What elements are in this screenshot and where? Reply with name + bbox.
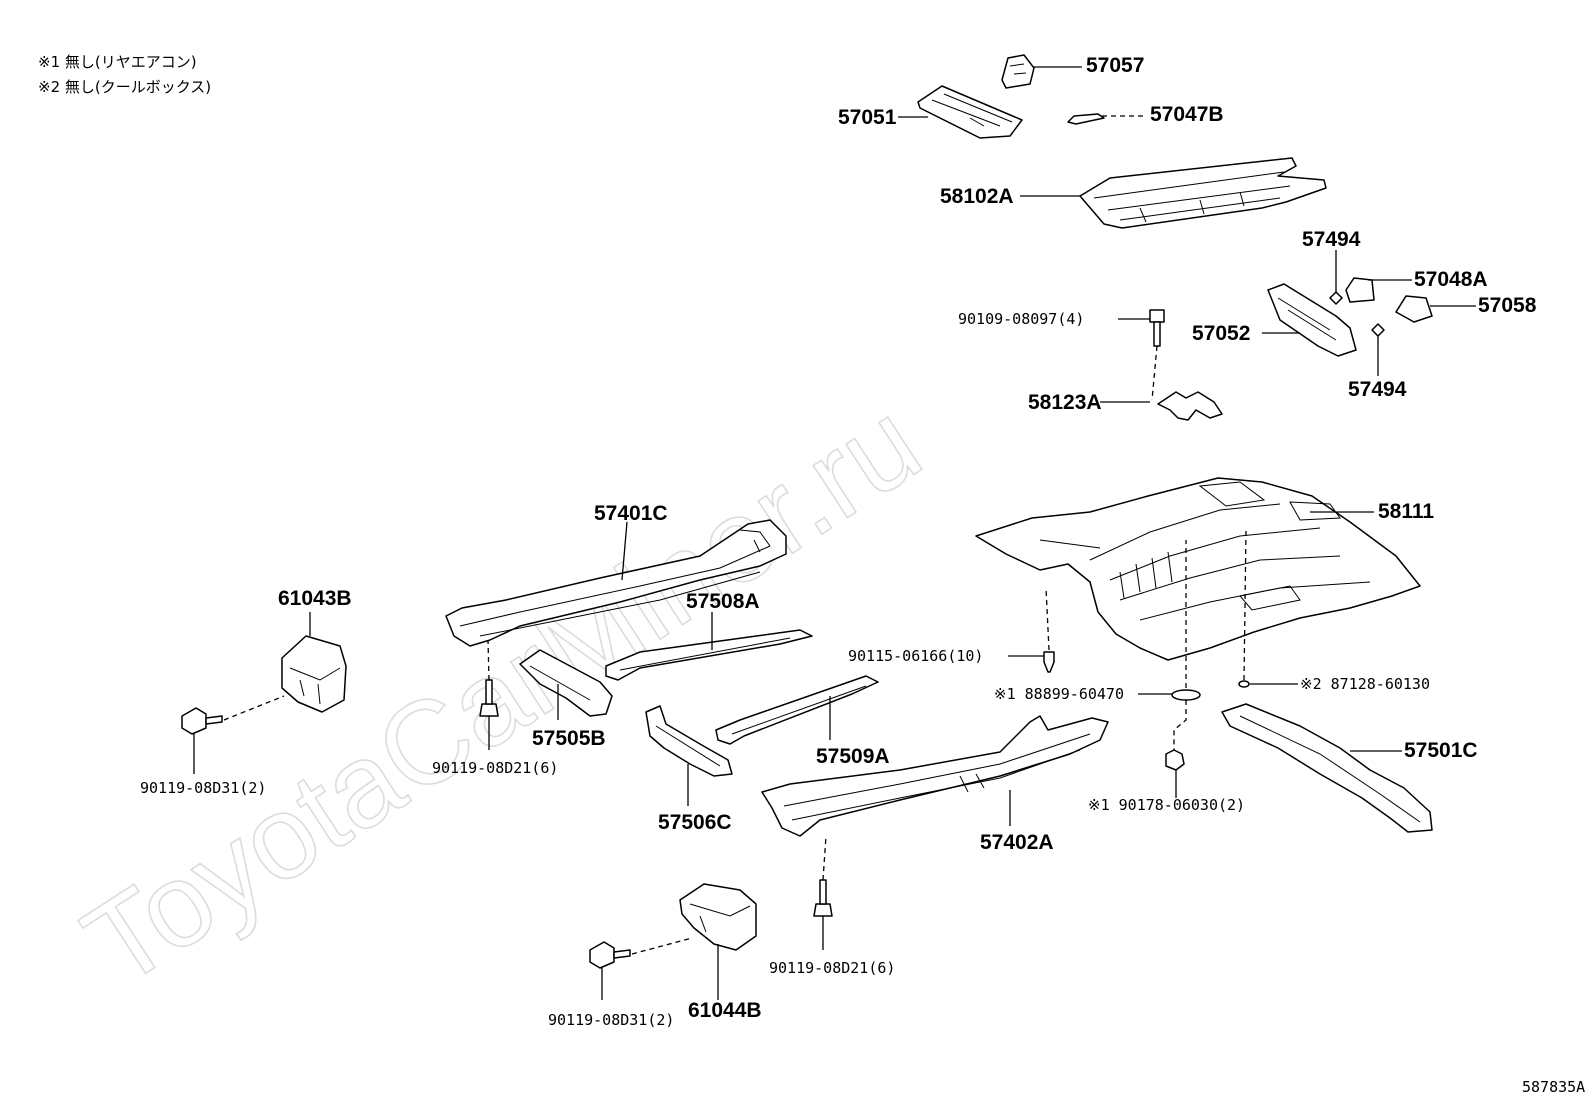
label-58111[interactable]: 58111: [1378, 500, 1434, 523]
part-57057-drawing: [1001, 54, 1035, 89]
label-58123A[interactable]: 58123A: [1028, 391, 1102, 414]
label-90119-08D21-left[interactable]: 90119-08D21(6): [432, 759, 558, 777]
label-57509A[interactable]: 57509A: [816, 745, 890, 768]
label-57508A[interactable]: 57508A: [686, 590, 760, 613]
label-57052[interactable]: 57052: [1192, 322, 1250, 345]
label-90119-08D31-left[interactable]: 90119-08D31(2): [140, 779, 266, 797]
part-61044B-drawing: [679, 883, 757, 951]
part-57506C-drawing: [645, 705, 733, 777]
part-58111-drawing: [975, 477, 1421, 661]
label-90178-06030[interactable]: ※1 90178-06030(2): [1088, 796, 1245, 814]
label-57048A[interactable]: 57048A: [1414, 268, 1488, 291]
label-57401C[interactable]: 57401C: [594, 502, 668, 525]
label-58102A[interactable]: 58102A: [940, 185, 1014, 208]
label-87128-60130[interactable]: ※2 87128-60130: [1300, 675, 1430, 693]
part-58102A-drawing: [1079, 157, 1327, 229]
label-57057[interactable]: 57057: [1086, 54, 1144, 77]
part-57051-drawing: [917, 85, 1023, 139]
label-61044B[interactable]: 61044B: [688, 999, 762, 1022]
part-57505B-drawing: [519, 649, 613, 717]
label-90109-08097[interactable]: 90109-08097(4): [958, 310, 1084, 328]
part-87128-drawing: [1238, 680, 1250, 688]
part-57048A-drawing: [1345, 277, 1375, 303]
label-88899-60470[interactable]: ※1 88899-60470: [994, 685, 1124, 703]
diagram-id: 587835A: [1522, 1078, 1585, 1096]
label-90119-08D31-bottom[interactable]: 90119-08D31(2): [548, 1011, 674, 1029]
part-57494-top-drawing: [1329, 291, 1343, 305]
label-57047B[interactable]: 57047B: [1150, 103, 1224, 126]
bolt-90119-d31-left-drawing: [181, 707, 223, 735]
part-57047B-drawing: [1067, 113, 1105, 125]
part-57509A-drawing: [715, 675, 879, 745]
bolt-90119-d31-bottom-drawing: [589, 941, 631, 969]
part-57494-bottom-drawing: [1371, 323, 1385, 337]
clip-90178-drawing: [1165, 749, 1185, 771]
label-57505B[interactable]: 57505B: [532, 727, 606, 750]
part-88899-drawing: [1171, 689, 1201, 701]
label-57494-bottom[interactable]: 57494: [1348, 378, 1407, 401]
label-57501C[interactable]: 57501C: [1404, 739, 1478, 762]
label-57051[interactable]: 57051: [838, 106, 897, 129]
note-1: ※1 無し(リヤエアコン): [38, 53, 197, 71]
stud-90119-d21-bottom-drawing: [813, 879, 833, 917]
part-58123A-drawing: [1157, 391, 1223, 421]
label-57494-top[interactable]: 57494: [1302, 228, 1361, 251]
watermark: ToyotaCarMiner.ru: [62, 376, 942, 1012]
part-57058-drawing: [1395, 295, 1433, 323]
bolt-90109-drawing: [1149, 309, 1165, 347]
label-90115-06166[interactable]: 90115-06166(10): [848, 647, 983, 665]
label-57058[interactable]: 57058: [1478, 294, 1537, 317]
label-61043B[interactable]: 61043B: [278, 587, 352, 610]
part-61043B-drawing: [281, 635, 347, 713]
part-57401C-drawing: [445, 519, 787, 647]
label-90119-08D21-bottom[interactable]: 90119-08D21(6): [769, 959, 895, 977]
part-57402A-drawing: [761, 715, 1109, 837]
stud-90119-d21-left-drawing: [479, 679, 499, 717]
label-57402A[interactable]: 57402A: [980, 831, 1054, 854]
part-57501C-drawing: [1221, 703, 1433, 833]
part-57508A-drawing: [605, 629, 813, 681]
note-2: ※2 無し(クールボックス): [38, 78, 211, 96]
label-57506C[interactable]: 57506C: [658, 811, 732, 834]
part-57052-drawing: [1267, 283, 1357, 357]
bolt-90115-drawing: [1043, 651, 1055, 673]
